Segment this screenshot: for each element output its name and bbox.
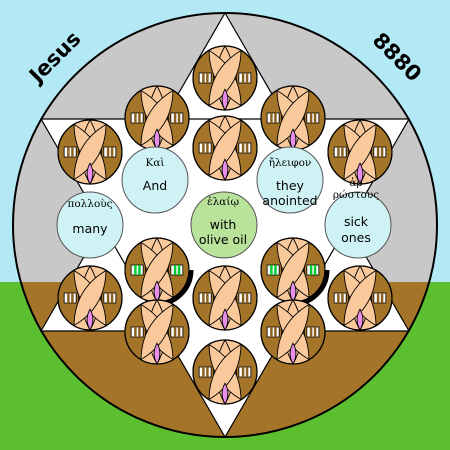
ornate-circle — [192, 115, 258, 181]
greek-arrostous-1: ἀρ — [349, 176, 362, 189]
word-eleiphon: ἤλειφον they anointed — [262, 156, 317, 208]
green-word-disc — [190, 191, 258, 259]
cyan-word-disc — [121, 146, 189, 214]
english-eleiphon-1: they — [276, 178, 305, 193]
english-elaio-1: with — [210, 217, 237, 232]
word-arrostous: ἀρ ρώστους sick ones — [333, 176, 379, 245]
ornate-circle — [260, 299, 326, 365]
greek-pollous: πολλοὺς — [67, 198, 112, 210]
english-pollous: many — [72, 221, 108, 236]
word-kai: Καὶ And — [143, 156, 167, 193]
ornate-circle — [57, 119, 123, 185]
ornate-circle — [124, 85, 190, 151]
english-arrostous-2: ones — [341, 230, 371, 245]
ornate-circle — [124, 299, 190, 365]
ornate-circle — [192, 45, 258, 111]
cyan-word-disc — [324, 191, 392, 259]
ornate-circle — [57, 265, 123, 331]
ornate-circle — [327, 265, 393, 331]
word-elaio: ἐλαίῳ with olive oil — [199, 195, 247, 247]
ornate-circle — [192, 339, 258, 405]
cyan-word-disc — [56, 191, 124, 259]
ornate-circle — [260, 85, 326, 151]
word-pollous: πολλοὺς many — [67, 198, 112, 236]
greek-arrostous-2: ρώστους — [333, 189, 379, 201]
cyan-word-disc — [256, 146, 324, 214]
greek-kai: Καὶ — [145, 156, 164, 169]
ornate-circle — [260, 237, 326, 303]
english-arrostous-1: sick — [344, 214, 369, 229]
english-eleiphon-2: anointed — [262, 193, 317, 208]
english-elaio-2: olive oil — [199, 232, 247, 247]
greek-eleiphon: ἤλειφον — [269, 156, 312, 169]
circle-lattice — [56, 45, 393, 405]
greek-elaio: ἐλαίῳ — [207, 195, 239, 208]
english-kai: And — [143, 178, 167, 193]
ornate-circle — [327, 119, 393, 185]
ornate-circle — [192, 265, 258, 331]
